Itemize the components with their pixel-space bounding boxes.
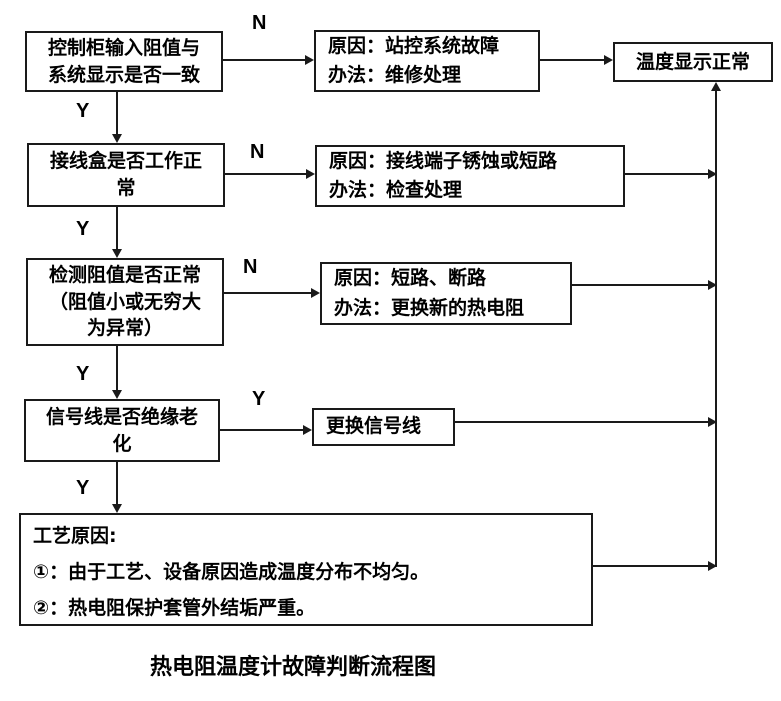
node-c1-station-control-fault: 原因：站控系统故障 办法：维修处理	[314, 30, 540, 92]
node-q4-signal-line-insulation: 信号线是否绝缘老 化	[24, 399, 220, 462]
arrow-q1-yes-shaft	[116, 92, 118, 135]
arrow-c3-line-head	[708, 280, 717, 290]
arrow-c3-line-shaft	[572, 284, 710, 286]
node-c3-short-or-open-circuit: 原因：短路、断路 办法：更换新的热电阻	[320, 262, 572, 325]
node-q1-control-cabinet-resistance: 控制柜输入阻值与 系统显示是否一致	[25, 31, 223, 92]
label-no-q3: N	[243, 256, 258, 278]
arrow-q3-no-head	[311, 288, 320, 298]
arrow-c1-normal-head	[604, 55, 613, 65]
collector-line-up-head	[711, 82, 721, 91]
arrow-q1-yes-head	[112, 134, 122, 143]
arrow-q2-yes-shaft	[116, 207, 118, 250]
label-yes-q3: Y	[76, 363, 90, 385]
label-no-q1: N	[252, 12, 267, 34]
arrow-q4-yes-shaft	[220, 429, 304, 431]
label-no-q2: N	[250, 141, 265, 163]
arrow-q3-no-shaft	[224, 292, 312, 294]
arrow-q2-yes-head	[112, 249, 122, 258]
arrow-process-line-head	[708, 561, 717, 571]
label-yes-q2: Y	[76, 218, 90, 240]
node-q3-resistance-normal: 检测阻值是否正常 （阻值小或无穷大 为异常）	[26, 258, 224, 346]
arrow-q2-no-head	[306, 169, 315, 179]
arrow-q4-down-head	[112, 504, 122, 513]
arrow-q1-no-shaft	[223, 59, 307, 61]
collector-line-vertical	[715, 91, 717, 567]
arrow-c2-line-shaft	[625, 173, 710, 175]
arrow-process-line-shaft	[593, 565, 710, 567]
label-yes-q1: Y	[76, 100, 90, 122]
node-process-reasons: 工艺原因: ①：由于工艺、设备原因造成温度分布不均匀。 ②：热电阻保护套管外结垢…	[19, 513, 593, 626]
arrow-replace-line-head	[708, 417, 717, 427]
arrow-q1-no-head	[305, 55, 314, 65]
node-c2-terminal-corrosion: 原因：接线端子锈蚀或短路 办法：检查处理	[315, 145, 625, 207]
arrow-q4-yes-head	[303, 425, 312, 435]
node-temperature-display-normal: 温度显示正常	[613, 42, 773, 82]
arrow-q4-down-shaft	[116, 462, 118, 504]
arrow-q3-yes-head	[112, 390, 122, 399]
arrow-q2-no-shaft	[225, 173, 308, 175]
arrow-c1-normal-shaft	[540, 59, 606, 61]
arrow-q3-yes-shaft	[116, 346, 118, 390]
node-q2-junction-box-working: 接线盒是否工作正 常	[27, 143, 225, 207]
node-replace-signal-line: 更换信号线	[312, 408, 455, 446]
diagram-title: 热电阻温度计故障判断流程图	[149, 655, 436, 680]
arrow-c2-line-head	[708, 169, 717, 179]
label-yes-q4-right: Y	[252, 388, 266, 410]
label-yes-q4-down: Y	[76, 477, 90, 499]
arrow-replace-line-shaft	[455, 421, 710, 423]
